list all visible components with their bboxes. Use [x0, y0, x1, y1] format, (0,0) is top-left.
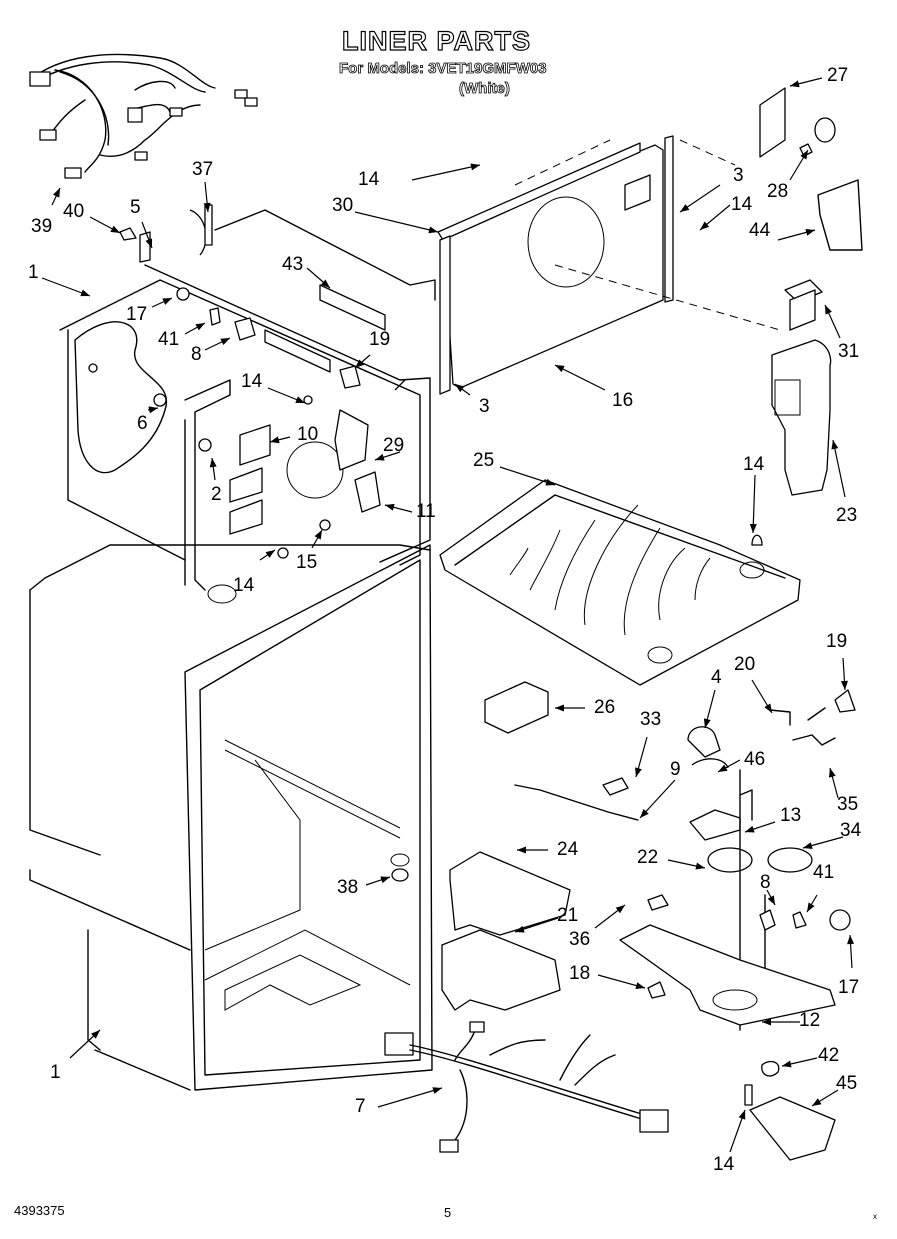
callout-31[interactable]: 31 [838, 341, 860, 362]
diagram-title: LINER PARTS [341, 25, 532, 56]
callout-11[interactable]: 11 [416, 501, 436, 522]
callout-35[interactable]: 35 [837, 794, 859, 815]
callout-40[interactable]: 40 [63, 201, 85, 222]
callout-8[interactable]: 8 [191, 344, 202, 365]
callout-5[interactable]: 5 [130, 197, 141, 218]
callout-14[interactable]: 14 [358, 169, 380, 190]
callout-14[interactable]: 14 [713, 1154, 735, 1175]
callout-22[interactable]: 22 [637, 847, 659, 868]
rear-panel-16 [437, 135, 781, 395]
document-number: 4393375 [14, 1203, 65, 1218]
callout-44[interactable]: 44 [749, 220, 771, 241]
callout-41[interactable]: 41 [158, 329, 180, 350]
callout-14[interactable]: 14 [743, 454, 765, 475]
callout-24[interactable]: 24 [557, 839, 579, 860]
callout-6[interactable]: 6 [137, 413, 148, 434]
callout-17[interactable]: 17 [838, 977, 860, 998]
callout-41[interactable]: 41 [813, 862, 835, 883]
callout-45[interactable]: 45 [836, 1073, 858, 1094]
callout-25[interactable]: 25 [473, 450, 495, 471]
corner-mark: x [873, 1212, 877, 1221]
callout-3[interactable]: 3 [479, 396, 490, 417]
callout-20[interactable]: 20 [734, 654, 756, 675]
callout-21[interactable]: 21 [557, 905, 579, 926]
callout-8[interactable]: 8 [760, 872, 771, 893]
callout-33[interactable]: 33 [640, 709, 662, 730]
callout-19[interactable]: 19 [369, 329, 391, 350]
callout-15[interactable]: 15 [296, 552, 318, 573]
callout-29[interactable]: 29 [383, 435, 405, 456]
callout-39[interactable]: 39 [31, 216, 53, 237]
callout-4[interactable]: 4 [711, 667, 722, 688]
callout-30[interactable]: 30 [332, 195, 354, 216]
callout-2[interactable]: 2 [211, 484, 222, 505]
callout-26[interactable]: 26 [594, 697, 616, 718]
callout-36[interactable]: 36 [569, 929, 591, 950]
callout-18[interactable]: 18 [569, 963, 591, 984]
callout-16[interactable]: 16 [612, 390, 634, 411]
color-variant: (White) [459, 80, 511, 98]
callout-14[interactable]: 14 [233, 575, 255, 596]
lower-right-parts [391, 379, 856, 1161]
callout-46[interactable]: 46 [744, 749, 766, 770]
callout-14[interactable]: 14 [731, 194, 753, 215]
page-number: 5 [444, 1205, 452, 1220]
callout-12[interactable]: 12 [799, 1010, 821, 1031]
callout-10[interactable]: 10 [297, 424, 319, 445]
callout-9[interactable]: 9 [670, 759, 681, 780]
callout-14[interactable]: 14 [241, 371, 263, 392]
callout-38[interactable]: 38 [337, 877, 359, 898]
callout-17[interactable]: 17 [126, 304, 148, 325]
callout-42[interactable]: 42 [818, 1045, 840, 1066]
callout-7[interactable]: 7 [355, 1096, 366, 1117]
crisper-cover-25 [439, 479, 801, 686]
callout-1[interactable]: 1 [50, 1062, 61, 1083]
callout-27[interactable]: 27 [827, 65, 849, 86]
callout-37[interactable]: 37 [192, 159, 214, 180]
callout-23[interactable]: 23 [836, 505, 858, 526]
callout-19[interactable]: 19 [826, 631, 848, 652]
upper-liner-section [59, 204, 436, 591]
wire-harness-39 [29, 53, 258, 179]
callout-34[interactable]: 34 [840, 820, 862, 841]
fresh-food-liner-1 [29, 544, 433, 1091]
callout-28[interactable]: 28 [767, 181, 789, 202]
callout-1[interactable]: 1 [28, 262, 39, 283]
callout-43[interactable]: 43 [282, 254, 304, 275]
model-number: For Models: 3VET19GMFW03 [339, 60, 547, 78]
callout-3[interactable]: 3 [733, 165, 744, 186]
right-upper-parts [751, 87, 863, 546]
wire-harness-7 [384, 1021, 669, 1153]
callout-13[interactable]: 13 [780, 805, 802, 826]
